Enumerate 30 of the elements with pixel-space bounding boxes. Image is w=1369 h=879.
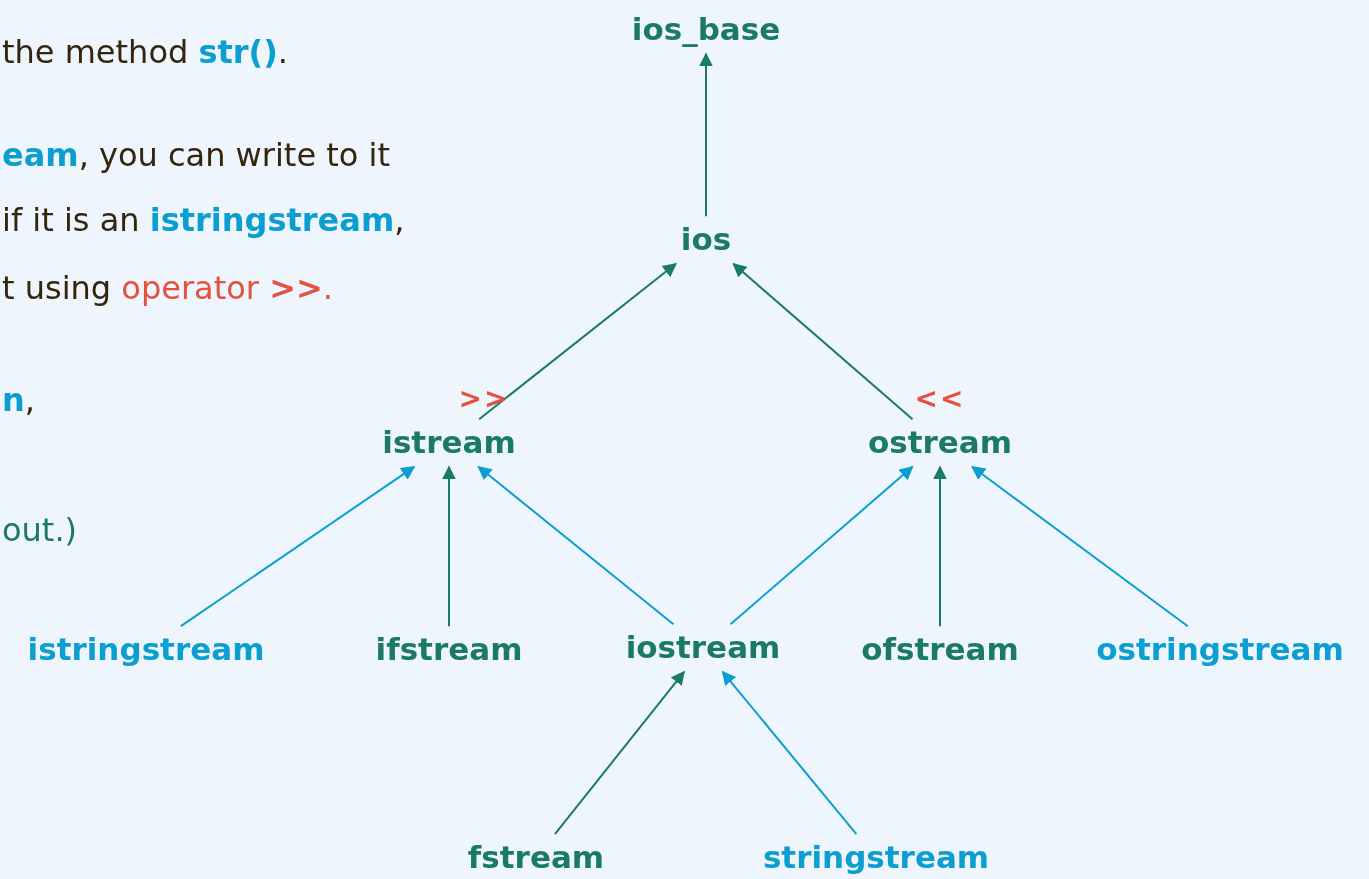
inheritance-arrow <box>553 670 686 836</box>
inheritance-arrow <box>729 465 914 626</box>
operator-symbol: >> <box>458 381 510 415</box>
class-name: iostream <box>623 630 783 666</box>
class-name: stringstream <box>760 840 992 876</box>
body-text: eam, you can write to it <box>2 135 390 175</box>
inheritance-arrow <box>721 670 858 836</box>
body-text: n, <box>2 380 35 420</box>
class-name: ios <box>678 222 734 258</box>
inheritance-arrow <box>699 52 713 218</box>
inheritance-arrow <box>478 262 677 421</box>
operator-symbol: << <box>914 381 966 415</box>
class-name: ostringstream <box>1094 632 1346 668</box>
class-name: ios_base <box>629 12 783 48</box>
class-name: ostream <box>865 425 1015 461</box>
inheritance-arrow <box>442 465 456 628</box>
body-text: if it is an istringstream, <box>2 200 405 240</box>
inheritance-arrow <box>933 465 947 628</box>
class-name: fstream <box>465 840 607 876</box>
inheritance-arrow <box>477 465 675 626</box>
inheritance-arrow <box>732 262 914 421</box>
inheritance-arrow <box>179 465 416 628</box>
class-name: ofstream <box>859 632 1021 668</box>
body-text: the method str(). <box>2 32 288 72</box>
class-name: istream <box>380 425 518 461</box>
inheritance-arrow <box>971 465 1189 628</box>
body-text: out.) <box>2 510 78 550</box>
class-name: istringstream <box>25 632 267 668</box>
body-text: t using operator >>. <box>2 268 333 308</box>
class-name: ifstream <box>373 632 525 668</box>
